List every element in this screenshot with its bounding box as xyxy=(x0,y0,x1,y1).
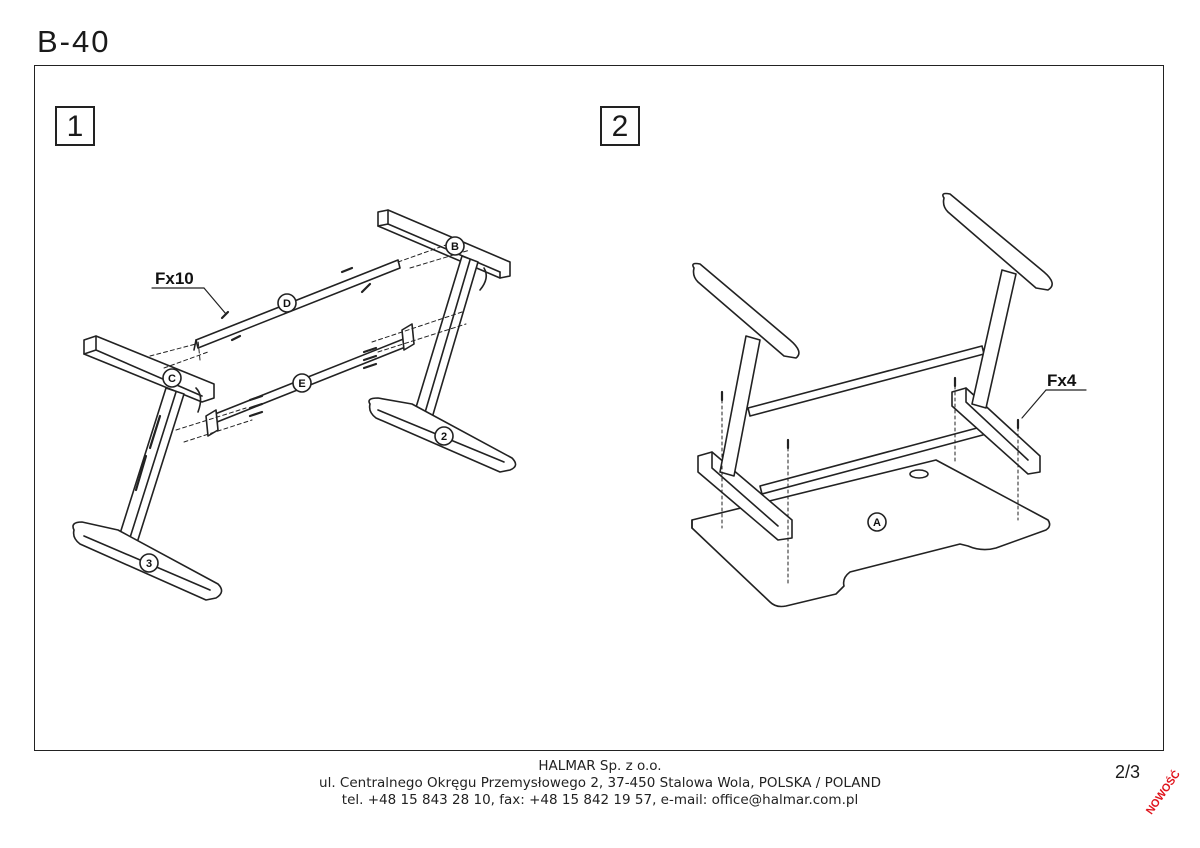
part-label-d: D xyxy=(283,298,291,310)
footer-address: ul. Centralnego Okręgu Przemysłowego 2, … xyxy=(319,775,881,791)
step-2-number: 2 xyxy=(600,106,640,146)
step-1-fastener-label: Fx10 xyxy=(155,269,194,288)
part-label-c: C xyxy=(168,373,176,385)
footer-contact: tel. +48 15 843 28 10, fax: +48 15 842 1… xyxy=(341,792,859,808)
rail-d xyxy=(193,259,401,351)
desktop-a xyxy=(691,459,1051,608)
upright-left xyxy=(117,387,185,547)
step-1-number: 1 xyxy=(55,106,95,146)
upright-right xyxy=(413,255,479,419)
step-2-fastener-label: Fx4 xyxy=(1047,371,1077,390)
step-2-drawing xyxy=(691,192,1087,608)
page-number: 2/3 xyxy=(1115,762,1141,782)
part-label-b: B xyxy=(451,241,459,253)
part-label-e: E xyxy=(298,378,305,390)
footer-company: HALMAR Sp. z o.o. xyxy=(538,758,662,774)
bracket-b xyxy=(377,209,511,291)
instruction-frame xyxy=(34,65,1164,751)
part-label-3: 3 xyxy=(146,558,152,570)
document-title: B-40 xyxy=(37,24,111,59)
part-label-2: 2 xyxy=(441,431,447,443)
step-1-drawing xyxy=(72,209,517,601)
part-label-a: A xyxy=(873,517,881,529)
